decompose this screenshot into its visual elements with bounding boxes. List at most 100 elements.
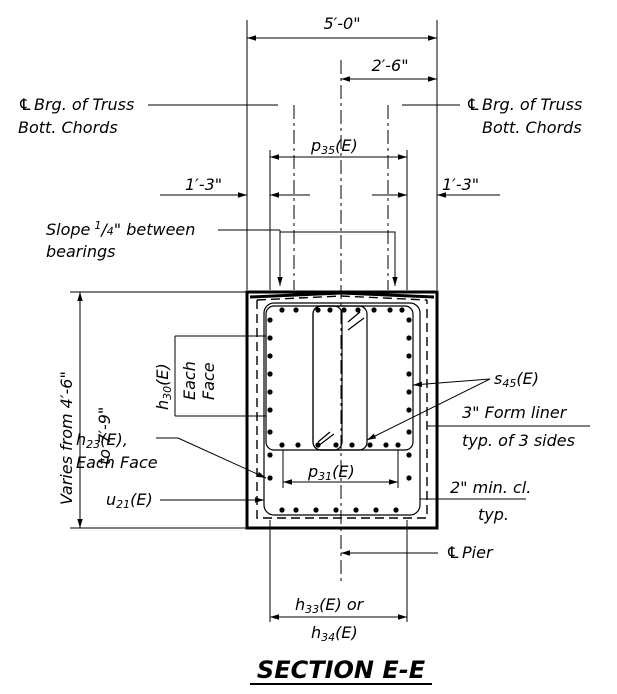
rebar-dot [406,389,412,395]
brg-right-line1: Brg. of Truss [482,95,582,114]
h23-sub: 23 [86,438,100,451]
rebar-dot [341,307,347,313]
svg-text:h23(E),: h23(E), [76,430,128,451]
section-body [245,290,439,530]
extension-lines [246,20,438,622]
rebar-dot [267,429,273,435]
slope-frac-den: 4 [107,225,114,238]
brg-left-line1: Brg. of Truss [34,95,134,114]
slope-frac-num: 1 [94,219,101,232]
rebar-dot [267,317,273,323]
h23-suffix: (E), [100,430,128,449]
section-title-text: SECTION E-E [257,656,426,684]
svg-text:s45(E): s45(E) [494,369,539,390]
h33-text: h [295,595,305,614]
rebar-dot [367,442,373,448]
brg-right-label: ℄ Brg. of Truss Bott. Chords [402,95,582,137]
pier-text: Pier [462,543,494,562]
cl-symbol: ℄ [18,95,32,114]
dim-h33: h33(E) or h34(E) [270,595,407,644]
rebar-dot [327,307,333,313]
svg-text:u21(E): u21(E) [106,490,153,511]
rebar-dot [267,371,273,377]
min-cl-text-1: 2" min. cl. [450,478,531,497]
form-liner [256,300,428,519]
rebar-dot [406,371,412,377]
section-title: SECTION E-E [250,656,432,685]
rebar-dot [267,452,273,458]
dim-p35: p35(E) [270,136,407,160]
h34-sub: 34 [321,631,335,644]
rebar-dot [267,335,273,341]
cl-symbol: ℄ [446,543,460,562]
center-lines [293,60,389,585]
p35-suffix: (E) [335,136,358,155]
form-liner-label: 3" Form liner typ. of 3 sides [427,403,590,450]
rebar-dot [279,442,285,448]
p35-text: p [310,136,321,155]
p31-text: p [307,462,318,481]
form-liner-text-1: 3" Form liner [462,403,568,422]
h30-suffix: (E) [153,363,172,386]
u21-suffix: (E) [130,490,153,509]
h34-text: h [311,623,321,642]
dim-p31: p31(E) [282,450,399,488]
rebar-dot [267,475,273,481]
p31-suffix: (E) [332,462,355,481]
dim-edge-right-text: 1′-3" [442,175,479,194]
u21-sub: 21 [116,498,130,511]
rebar-dot [406,335,412,341]
dim-overall-width-text: 5′-0" [323,14,360,33]
rebar-dot [295,442,301,448]
svg-text:p31(E): p31(E) [307,462,355,483]
rebar-dot [333,442,339,448]
rebar-dot [353,507,359,513]
dim-edges: 1′-3" 1′-3" [160,175,500,198]
stirrup-u21 [263,302,421,516]
brg-left-line2: Bott. Chords [18,118,118,137]
stirrup-h30 [265,305,343,451]
min-cl-text-2: typ. [478,505,509,524]
u21-label: u21(E) [106,490,264,511]
rebar-dot [406,353,412,359]
rebar-dot [279,307,285,313]
rebar-dot [315,442,321,448]
rebar-dot [333,507,339,513]
dim-h30: h30(E) Each Face [153,335,266,417]
s45-sub: 45 [502,377,516,390]
rebar-dot [406,407,412,413]
form-liner-text-2: typ. of 3 sides [462,431,575,450]
rebar-dot [349,442,355,448]
svg-text:h30(E): h30(E) [153,363,174,410]
p31-sub: 31 [318,470,332,483]
rebar-dot [406,475,412,481]
pier-label: ℄ Pier [341,543,494,562]
rebar-dot [267,389,273,395]
slope-text-1: Slope [46,220,91,239]
slope-text-3: bearings [46,242,115,261]
stirrup-s45 [312,305,414,451]
rebar-dot [279,507,285,513]
h33-suffix: (E) or [319,595,364,614]
p35-sub: 35 [321,144,335,157]
rebar-dot [293,507,299,513]
rebar-dot [313,507,319,513]
s45-text: s [494,369,502,388]
brg-left-label: ℄ Brg. of Truss Bott. Chords [18,95,278,137]
rebar-dot [371,307,377,313]
cl-symbol: ℄ [466,95,480,114]
rebar-dot [399,307,405,313]
h33-sub: 33 [305,603,319,616]
s45-suffix: (E) [516,369,539,388]
h34-suffix: (E) [335,623,358,642]
h23-text: h [76,430,86,449]
dim-height-text-2: to 7′-9" [95,407,114,465]
dim-height: Varies from 4′-6" to 7′-9" [57,291,247,529]
rebar-dot [315,307,321,313]
rebar-dot [387,307,393,313]
dim-overall-width: 5′-0" [247,14,437,41]
h23-each-face: Each Face [76,453,158,472]
